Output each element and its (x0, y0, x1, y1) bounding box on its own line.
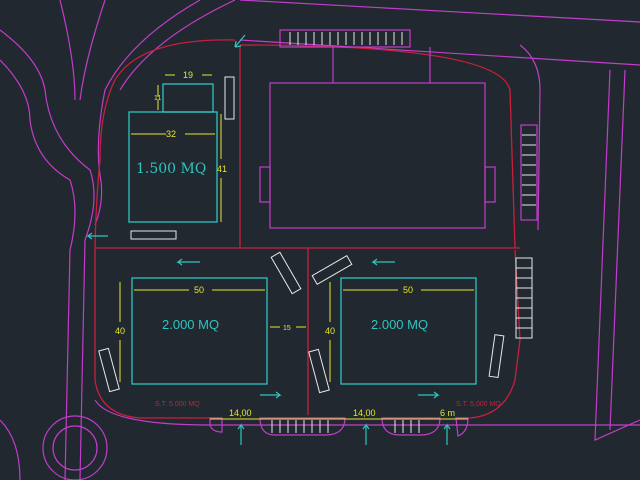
truck-icon (311, 254, 353, 286)
lot-area-label: S.T. 5.000 MQ (155, 401, 200, 408)
building-2000-right: 50 40 2.000 MQ (325, 277, 477, 385)
area-label: 2.000 MQ (371, 317, 428, 332)
arrow-icon (371, 258, 395, 266)
arrow-icon (176, 258, 200, 266)
building-1500: 19 11 32 41 1.500 MQ (128, 70, 227, 223)
trucks (98, 76, 505, 394)
entrances (209, 417, 469, 437)
area-label: 1.500 MQ (136, 161, 206, 177)
building-2000-left: 50 40 15 2.000 MQ (115, 277, 306, 385)
truck-icon (224, 76, 235, 120)
arrow-icon (260, 391, 282, 399)
arrow-icon (237, 423, 245, 445)
width-dim: 32 (166, 129, 176, 139)
lot-boundary (94, 39, 521, 419)
arrow-icon (234, 34, 246, 48)
existing-building (259, 29, 538, 339)
area-label: 2.000 MQ (162, 317, 219, 332)
gap-dim: 15 (283, 325, 291, 332)
truck-icon (130, 230, 177, 240)
truck-icon (308, 348, 330, 394)
width-dim: 50 (403, 285, 413, 295)
truck-icon (488, 334, 505, 379)
depth-dim: 40 (115, 326, 125, 336)
arrow-icon (362, 423, 370, 445)
annex-depth-dim: 11 (154, 95, 161, 102)
access-dim: 6 m (440, 408, 455, 418)
truck-icon (98, 347, 120, 393)
lot-area-label: S.T. 5.000 MQ (456, 401, 501, 408)
access-dim: 14,00 (353, 408, 376, 418)
depth-dim: 40 (325, 326, 335, 336)
arrow-icon (86, 232, 108, 240)
width-dim: 50 (194, 285, 204, 295)
access-dim: 14,00 (229, 408, 252, 418)
depth-dim: 41 (217, 164, 227, 174)
flow-arrows (86, 34, 451, 445)
truck-icon (270, 251, 302, 295)
arrow-icon (443, 423, 451, 445)
arrow-icon (418, 391, 440, 399)
annex-width-dim: 19 (183, 70, 193, 80)
